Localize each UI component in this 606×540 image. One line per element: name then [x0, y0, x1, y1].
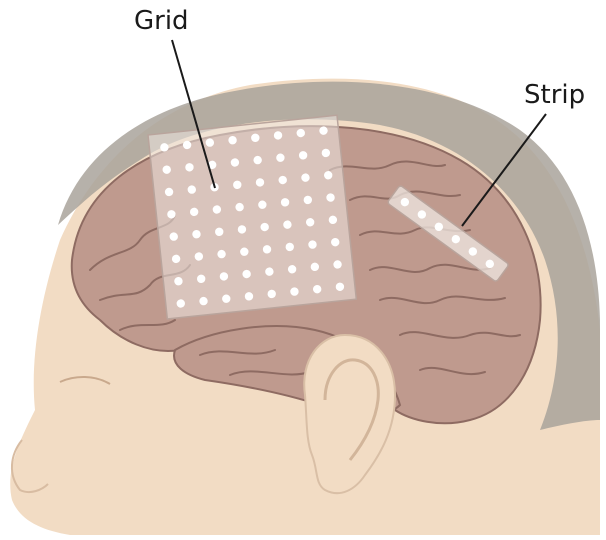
grid-pad: [148, 115, 356, 319]
strip-label: Strip: [524, 82, 585, 108]
electrode-grid: [148, 115, 356, 319]
grid-label: Grid: [134, 8, 189, 34]
